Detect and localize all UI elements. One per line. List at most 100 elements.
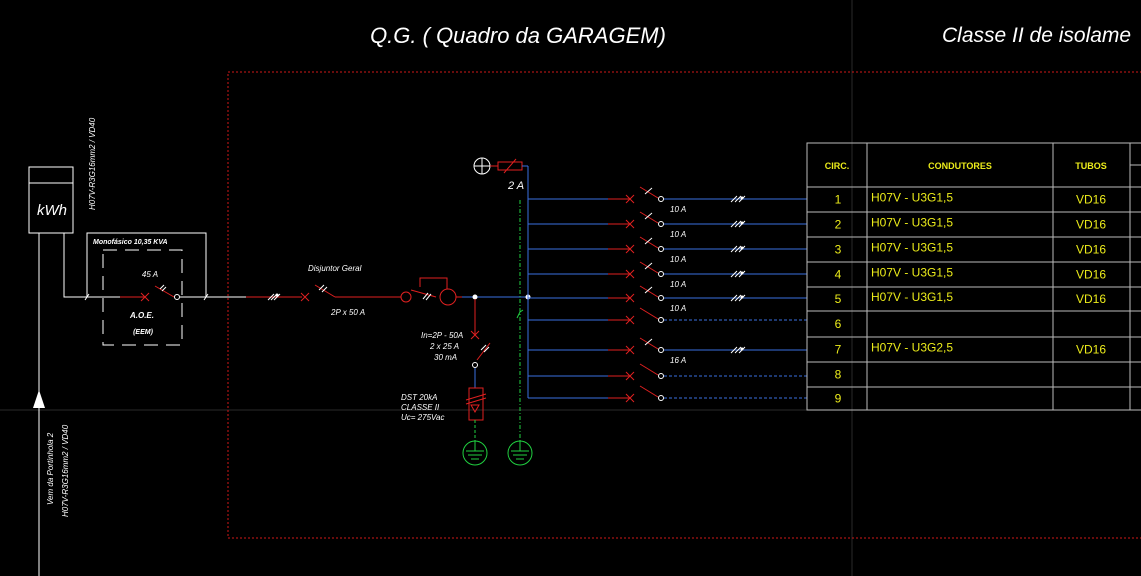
breaker-pole-mark [644,212,653,220]
breaker-switch [639,307,659,320]
table-row: 9 [835,392,842,406]
breaker-terminal [658,196,664,202]
rcd-in-label: In=2P - 50A [421,331,463,340]
table-cell-conductors: H07V - U3G1,5 [871,191,953,205]
circuit-5: 10 A [528,285,807,313]
table-row: 7 H07V - U3G2,5 VD16 [835,341,1107,357]
cable-conductors-dot [740,347,744,351]
table-cell-circuit: 2 [835,218,842,232]
breaker-switch [639,337,659,350]
breaker-trip-icon [625,269,635,279]
circuit-9 [528,385,807,403]
breaker-trip-icon [625,315,635,325]
table-cell-circuit: 6 [835,317,842,331]
circuit-6 [528,307,807,325]
table-header: CONDUTORES [928,161,992,171]
cable-conductors-dot [740,295,744,299]
table-cell-circuit: 1 [835,193,842,207]
general-rcd [400,277,462,306]
breaker-pole-mark [644,286,653,294]
circuit-rating: 16 A [670,356,686,365]
table-cell-conductors: H07V - U3G1,5 [871,266,953,280]
junction-dot [472,294,478,300]
table-border [806,142,1141,411]
supply-label: Monofásico 10,35 KVA [93,239,168,246]
breaker-terminal [658,395,664,401]
table-header: CIRC. [825,161,850,171]
breaker-terminal [658,373,664,379]
signal-fuse [490,158,528,174]
spd-label-1: DST 20kA [401,393,437,402]
breaker-trip-icon [625,393,635,403]
circuit-3: 10 A [528,236,807,264]
table-cell-circuit: 9 [835,392,842,406]
diagram-title: Q.G. ( Quadro da GARAGEM) [370,23,666,48]
table-row: 4 H07V - U3G1,5 VD16 [835,266,1107,282]
table-cell-circuit: 4 [835,268,842,282]
circuit-rating: 10 A [670,304,686,313]
earth-icon [462,440,488,466]
rcd-sensitivity-label: 30 mA [434,353,457,362]
table-cell-conduit: VD16 [1076,268,1106,282]
rcd-poles-label: 2 x 25 A [429,342,459,351]
circuit-2: 10 A [528,211,807,239]
breaker-switch [639,385,659,398]
breaker-switch [639,186,659,199]
table-cell-conductors: H07V - U3G1,5 [871,241,953,255]
incoming-label: Vem da Portinhola 2 [46,432,55,505]
aoe-rating: 45 A [142,270,158,279]
breaker-terminal [658,295,664,301]
cable-conductors-dot [740,246,744,250]
cable-conductors-dot [740,271,744,275]
energy-meter [28,166,74,234]
breaker-terminal [658,221,664,227]
circuit-rating: 10 A [670,255,686,264]
table-row: 3 H07V - U3G1,5 VD16 [835,241,1107,257]
signal-fuse-rating: 2 A [507,180,524,192]
cable-conductors-dot [740,196,744,200]
breaker-terminal [658,246,664,252]
breaker-switch [639,261,659,274]
circuit-1: 10 A [528,186,807,214]
incoming-cable-label: H07V-R3G16mm2 / VD40 [61,424,70,517]
table-cell-conductors: H07V - U3G2,5 [871,341,953,355]
table-cell-conduit: VD16 [1076,292,1106,306]
spd-label-3: Uc= 275Vac [401,413,445,422]
table-header: TUBOS [1075,161,1107,171]
table-row: 8 [835,368,842,382]
breaker-trip-icon [625,293,635,303]
breaker-pole-mark [644,237,653,245]
spd-label-2: CLASSE II [401,403,440,412]
table-cell-conduit: VD16 [1076,243,1106,257]
circuit-4: 10 A [528,261,807,289]
arrow-up-icon [33,390,45,408]
meter-label: kWh [37,202,67,219]
table-cell-circuit: 7 [835,343,842,357]
earth-link [516,309,524,319]
diagram-subtitle: Classe II de isolame [942,24,1131,47]
circuit-list: 10 A10 A10 A10 A10 A16 A [528,186,807,403]
table-cell-circuit: 3 [835,243,842,257]
breaker-terminal [658,347,664,353]
breaker-trip-icon [625,371,635,381]
circuit-rating: 10 A [670,205,686,214]
table-cell-conduit: VD16 [1076,343,1106,357]
breaker-trip-icon [625,194,635,204]
aoe-label: A.O.E. [129,311,154,320]
breaker-terminal [658,271,664,277]
table-cell-conduit: VD16 [1076,218,1106,232]
aoe-breaker [84,284,246,302]
breaker-trip-icon [625,345,635,355]
table-cell-circuit: 5 [835,292,842,306]
meter-output-line [63,233,120,298]
breaker-switch [639,285,659,298]
cable-conductors-dot [740,221,744,225]
meter-cable-label: H07V-R3G16mm2 / VD40 [88,117,97,210]
breaker-switch [639,236,659,249]
breaker-trip-icon [625,219,635,229]
